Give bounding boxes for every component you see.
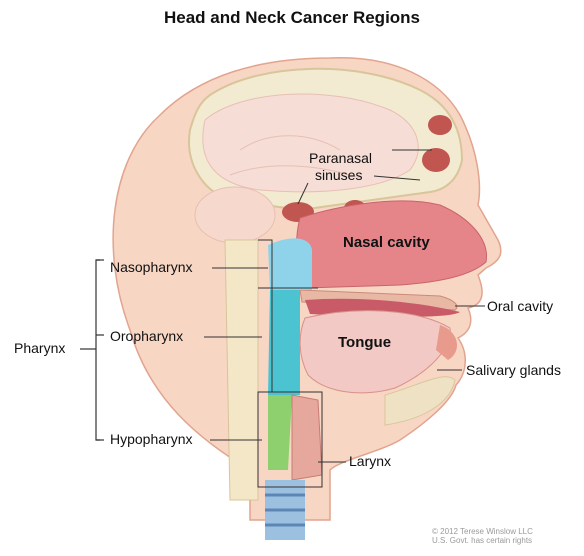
label-paranasal-line2: sinuses xyxy=(309,167,372,184)
copyright-notice: © 2012 Terese Winslow LLC U.S. Govt. has… xyxy=(432,527,582,545)
label-paranasal-line1: Paranasal xyxy=(309,150,372,167)
oropharynx-region xyxy=(268,290,300,395)
pharynx-brace xyxy=(96,260,100,440)
label-paranasal-sinuses: Paranasal sinuses xyxy=(309,150,372,184)
label-oral-cavity: Oral cavity xyxy=(487,298,553,314)
label-tongue: Tongue xyxy=(338,334,391,351)
label-pharynx: Pharynx xyxy=(14,340,65,356)
copyright-line1: © 2012 Terese Winslow LLC xyxy=(432,527,582,536)
label-salivary-glands: Salivary glands xyxy=(466,362,561,378)
larynx-region xyxy=(292,395,322,480)
label-hypopharynx: Hypopharynx xyxy=(110,431,193,447)
spine xyxy=(225,240,258,500)
copyright-line2: U.S. Govt. has certain rights xyxy=(432,536,582,545)
label-nasopharynx: Nasopharynx xyxy=(110,259,193,275)
ethmoid-sinus xyxy=(422,148,450,172)
label-larynx: Larynx xyxy=(349,453,391,469)
nasopharynx-region xyxy=(268,238,312,290)
label-oropharynx: Oropharynx xyxy=(110,328,183,344)
hypopharynx-region xyxy=(268,395,292,470)
page-title: Head and Neck Cancer Regions xyxy=(0,8,584,28)
label-nasal-cavity: Nasal cavity xyxy=(343,234,430,251)
frontal-sinus xyxy=(428,115,452,135)
cerebellum xyxy=(195,187,275,243)
